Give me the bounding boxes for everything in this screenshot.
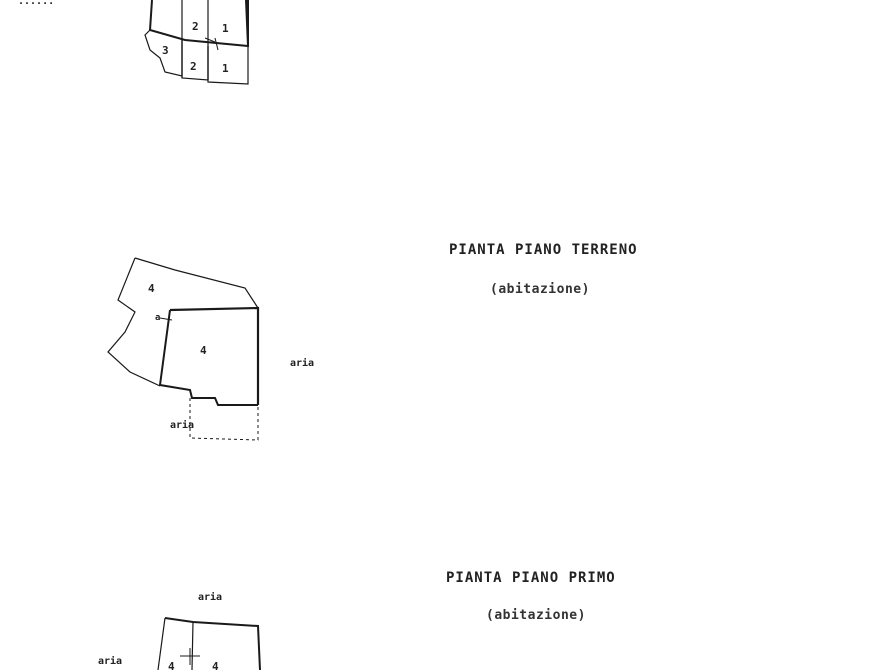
top-room-1b: 1 bbox=[222, 62, 229, 75]
first-room-4a: 4 bbox=[168, 660, 175, 670]
ground-label-aria-bottom: aria bbox=[170, 419, 194, 431]
header-fragment: ...... bbox=[18, 0, 54, 7]
ground-floor-plan bbox=[107, 257, 260, 441]
top-room-3: 3 bbox=[162, 44, 169, 57]
first-label-aria-left: aria bbox=[98, 655, 122, 667]
top-room-1a: 1 bbox=[222, 22, 229, 35]
ground-floor-subtitle: (abitazione) bbox=[490, 282, 590, 297]
ground-label-aria-right: aria bbox=[290, 357, 314, 369]
top-floor-plan bbox=[144, 0, 249, 85]
top-room-2b: 2 bbox=[190, 60, 197, 73]
first-floor-subtitle: (abitazione) bbox=[486, 608, 586, 623]
ground-room-4a: 4 bbox=[148, 282, 155, 295]
first-label-aria-top: aria bbox=[198, 591, 222, 603]
top-room-2a: 2 bbox=[192, 20, 199, 33]
ground-room-a: a bbox=[155, 313, 160, 323]
first-room-4b: 4 bbox=[212, 660, 219, 670]
first-floor-title: PIANTA PIANO PRIMO bbox=[446, 570, 616, 586]
ground-floor-title: PIANTA PIANO TERRENO bbox=[449, 242, 638, 258]
first-floor-plan bbox=[157, 617, 261, 670]
ground-room-4b: 4 bbox=[200, 344, 207, 357]
